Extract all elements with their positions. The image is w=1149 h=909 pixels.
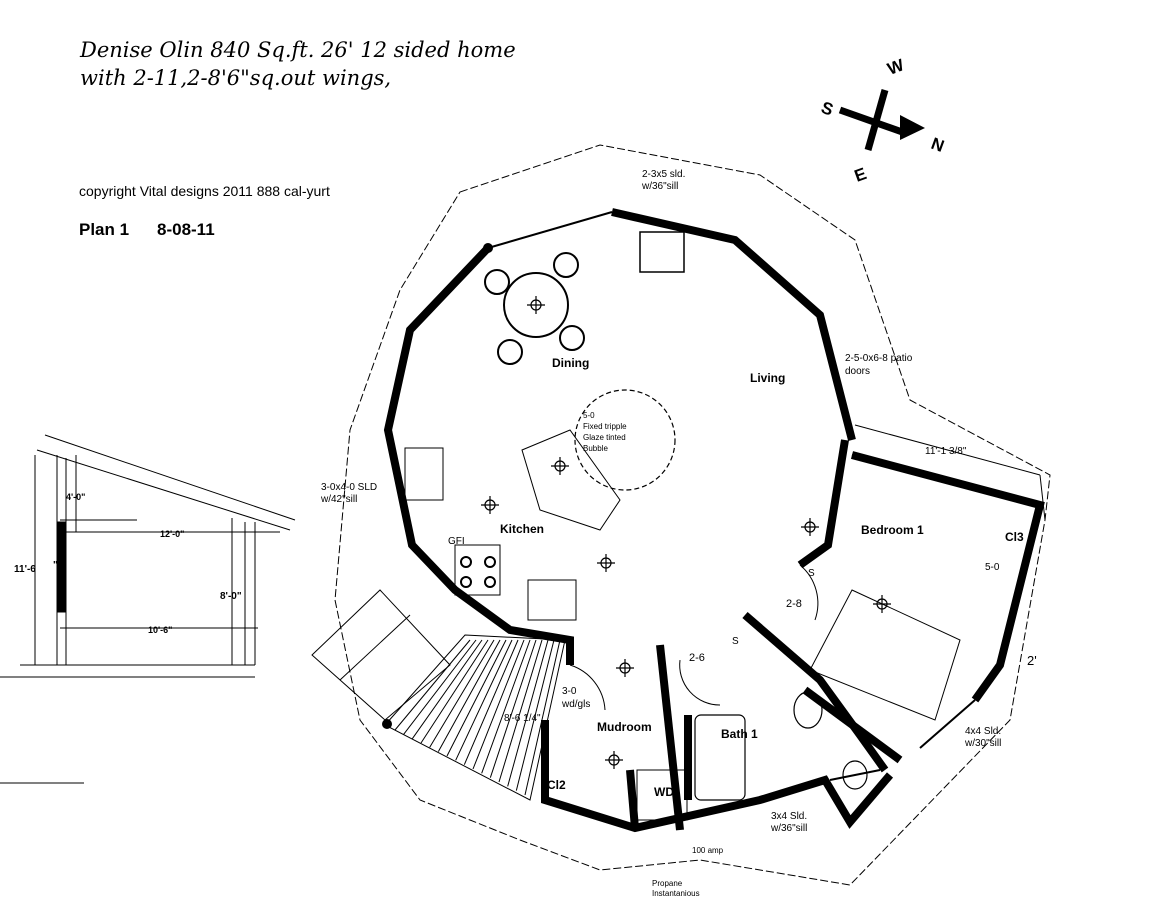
deck-hatch-line	[498, 639, 543, 783]
room-bath-1: Bath 1	[721, 727, 758, 741]
plan-label: Plan 1	[79, 220, 130, 239]
note-window-top: 2-3x5 sld.	[642, 169, 685, 180]
elev-dim-11-6: 11'-6	[14, 564, 36, 575]
copyright-text: copyright Vital designs 2011 888 cal-yur…	[79, 183, 330, 199]
elev-dim-mark: "	[53, 560, 58, 571]
compass-e: E	[852, 164, 869, 186]
compass-s: S	[819, 98, 836, 120]
room-dining: Dining	[552, 356, 589, 370]
deck-hatch-line	[411, 639, 483, 739]
room-cl2: Cl2	[547, 778, 566, 792]
elev-dim-12-0: 12'-0"	[160, 529, 184, 539]
note-skylight-glaze: Glaze tinted	[583, 433, 626, 442]
elev-dim-4-0: 4'-0"	[66, 492, 85, 502]
plan-date: 8-08-11	[157, 220, 215, 239]
deck-hatch-line	[420, 639, 489, 744]
note-sld-west: 3-0x4-0 SLD	[321, 482, 377, 493]
room-living: Living	[750, 371, 785, 385]
bathtub	[694, 714, 746, 801]
deck-hatch-line	[524, 639, 561, 796]
note-skylight-type: Fixed tripple	[583, 422, 627, 431]
note-propane: Propane	[652, 879, 683, 888]
light-fixtures	[481, 296, 891, 769]
note-window-top-sill: w/36"sill	[641, 181, 678, 192]
deck-hatch-line	[481, 639, 531, 774]
side-elevation	[0, 434, 296, 784]
note-gfi: GFI	[448, 536, 465, 547]
note-door-2-8: 2-8	[786, 598, 802, 610]
stove	[454, 544, 501, 596]
note-wing-2: 2'	[1027, 653, 1037, 668]
note-door-2-6: 2-6	[689, 652, 705, 664]
note-wing-dim-2: 8'-6 1/4"	[504, 713, 541, 724]
note-wing-dim: 11'-1 3/8"	[925, 446, 967, 457]
note-patio: 2-5-0x6-8 patio	[845, 353, 913, 364]
room-mudroom: Mudroom	[597, 720, 652, 734]
room-bedroom-1: Bedroom 1	[861, 523, 924, 537]
note-s-1: S	[808, 568, 815, 579]
room-wd: WD	[654, 785, 674, 799]
note-sld-bed: 4x4 Sld.	[965, 726, 1001, 737]
deck-hatch-line	[489, 639, 537, 778]
note-sld-west-sill: w/42"sill	[320, 494, 357, 505]
compass-icon	[838, 89, 925, 151]
room-cl3: Cl3	[1005, 530, 1024, 544]
room-kitchen: Kitchen	[500, 522, 544, 536]
note-sld-bath: 3x4 Sld.	[771, 811, 807, 822]
stove-fireplace	[639, 231, 685, 273]
note-mud-door: 3-0	[562, 686, 577, 697]
title-line-1: Denise Olin 840 Sq.ft. 26' 12 sided home	[80, 38, 516, 62]
elev-dim-8-0: 8'-0"	[220, 591, 242, 602]
deck-hatch-line	[446, 639, 507, 757]
toilet	[842, 760, 868, 790]
roof-outline	[334, 144, 1051, 886]
deck-hatch-line	[394, 639, 471, 731]
deck-hatch-line	[515, 639, 555, 791]
deck-hatch-line	[437, 639, 501, 752]
note-mud-door-type: wd/gls	[561, 699, 590, 710]
note-skylight-bubble: Bubble	[583, 444, 608, 453]
note-100-amp: 100 amp	[692, 846, 724, 855]
deck	[311, 589, 566, 801]
deck-hatch-line	[463, 639, 519, 765]
note-patio-doors: doors	[845, 366, 870, 377]
deck-hatch-line	[507, 639, 549, 787]
dining-table	[503, 272, 569, 338]
note-instantaneous: Instantanious	[652, 889, 700, 898]
deck-hatch-line	[455, 639, 513, 761]
bath-sink	[793, 691, 823, 729]
title-line-2: with 2-11,2-8'6"sq.out wings,	[80, 66, 392, 90]
kitchen-sink	[404, 447, 444, 501]
skylight-bubble	[574, 389, 676, 491]
note-s-2: S	[732, 636, 739, 647]
note-skylight-size: 5-0	[583, 411, 595, 420]
deck-hatch-line	[472, 639, 525, 770]
elev-dim-10-6: 10'-6"	[148, 625, 172, 635]
compass-w: W	[885, 55, 907, 79]
bed	[809, 589, 961, 721]
deck-hatch-line	[429, 639, 495, 748]
note-sld-bed-sill: w/30"sill	[964, 738, 1001, 749]
deck-hatch-line	[403, 639, 477, 735]
compass-n: N	[929, 134, 947, 156]
note-cl3-door: 5-0	[985, 562, 1000, 573]
note-sld-bath-sill: w/36"sill	[770, 823, 807, 834]
